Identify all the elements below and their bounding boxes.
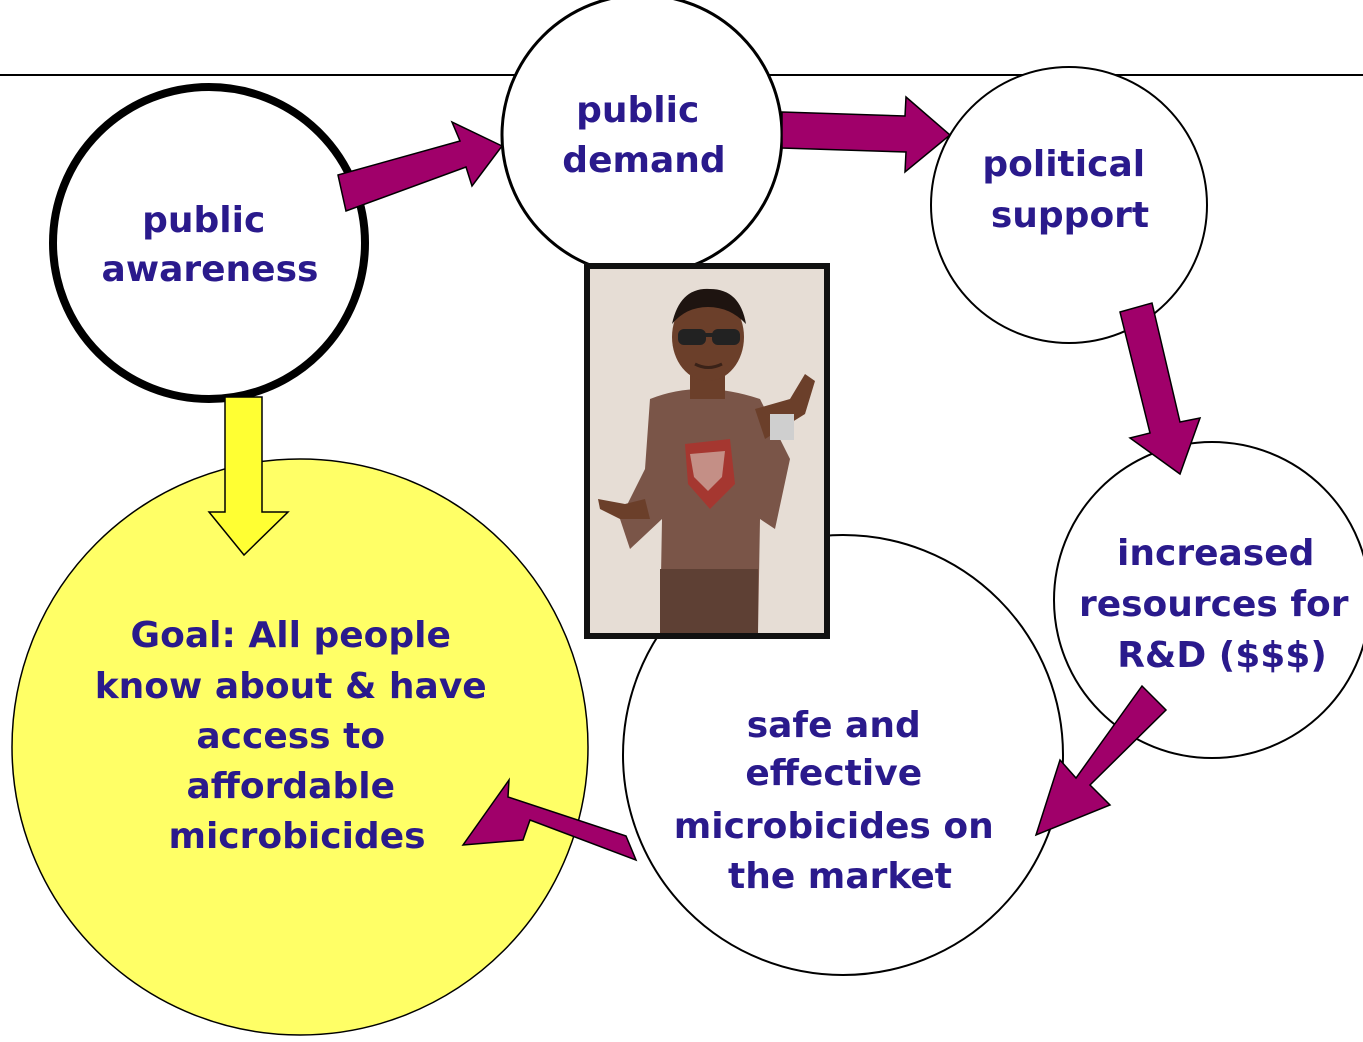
arrow-demand-to-political bbox=[781, 95, 952, 174]
arrow-resources-to-safe bbox=[1034, 684, 1168, 837]
person-photo bbox=[584, 263, 830, 639]
goal-line-3: access to bbox=[196, 716, 385, 757]
public-demand-circle bbox=[500, 0, 784, 277]
political-support-label: political support bbox=[982, 144, 1157, 236]
public-awareness-label: public awareness bbox=[102, 200, 319, 290]
public-demand-line-1: public bbox=[576, 90, 699, 131]
safe-microbicides-line-1: safe and bbox=[747, 705, 921, 746]
goal-line-5: microbicides bbox=[168, 816, 425, 857]
goal-label: Goal: All people know about & have acces… bbox=[95, 615, 500, 857]
goal-line-4: affordable bbox=[186, 766, 395, 807]
political-support-line-1: political bbox=[982, 144, 1145, 185]
increased-resources-line-2: resources for bbox=[1079, 584, 1349, 625]
public-awareness-line-1: public bbox=[142, 200, 265, 241]
increased-resources-circle bbox=[1053, 441, 1363, 759]
goal-line-2: know about & have bbox=[95, 666, 487, 707]
arrow-safe-to-goal bbox=[461, 777, 638, 862]
safe-microbicides-label: safe and effective microbicides on the m… bbox=[674, 705, 1007, 897]
arrow-political-to-resources bbox=[1119, 302, 1202, 476]
public-demand-label: public demand bbox=[562, 90, 725, 181]
arrow-awareness-to-demand bbox=[337, 120, 504, 212]
arrow-awareness-to-goal bbox=[207, 396, 290, 557]
goal-circle bbox=[11, 458, 589, 1036]
public-awareness-line-2: awareness bbox=[102, 249, 319, 290]
increased-resources-label: increased resources for R&D ($$$) bbox=[1079, 533, 1361, 676]
increased-resources-line-1: increased bbox=[1117, 533, 1314, 574]
safe-microbicides-line-3: microbicides on bbox=[674, 806, 994, 847]
person-illustration bbox=[590, 269, 824, 633]
safe-microbicides-line-2: effective bbox=[745, 753, 922, 794]
safe-microbicides-circle bbox=[622, 534, 1064, 976]
public-demand-line-2: demand bbox=[562, 140, 725, 181]
goal-line-1: Goal: All people bbox=[131, 615, 451, 656]
political-support-line-2: support bbox=[991, 195, 1149, 236]
public-awareness-circle bbox=[49, 83, 369, 403]
increased-resources-line-3: R&D ($$$) bbox=[1117, 635, 1327, 676]
safe-microbicides-line-4: the market bbox=[728, 856, 952, 897]
political-support-circle bbox=[930, 66, 1208, 344]
